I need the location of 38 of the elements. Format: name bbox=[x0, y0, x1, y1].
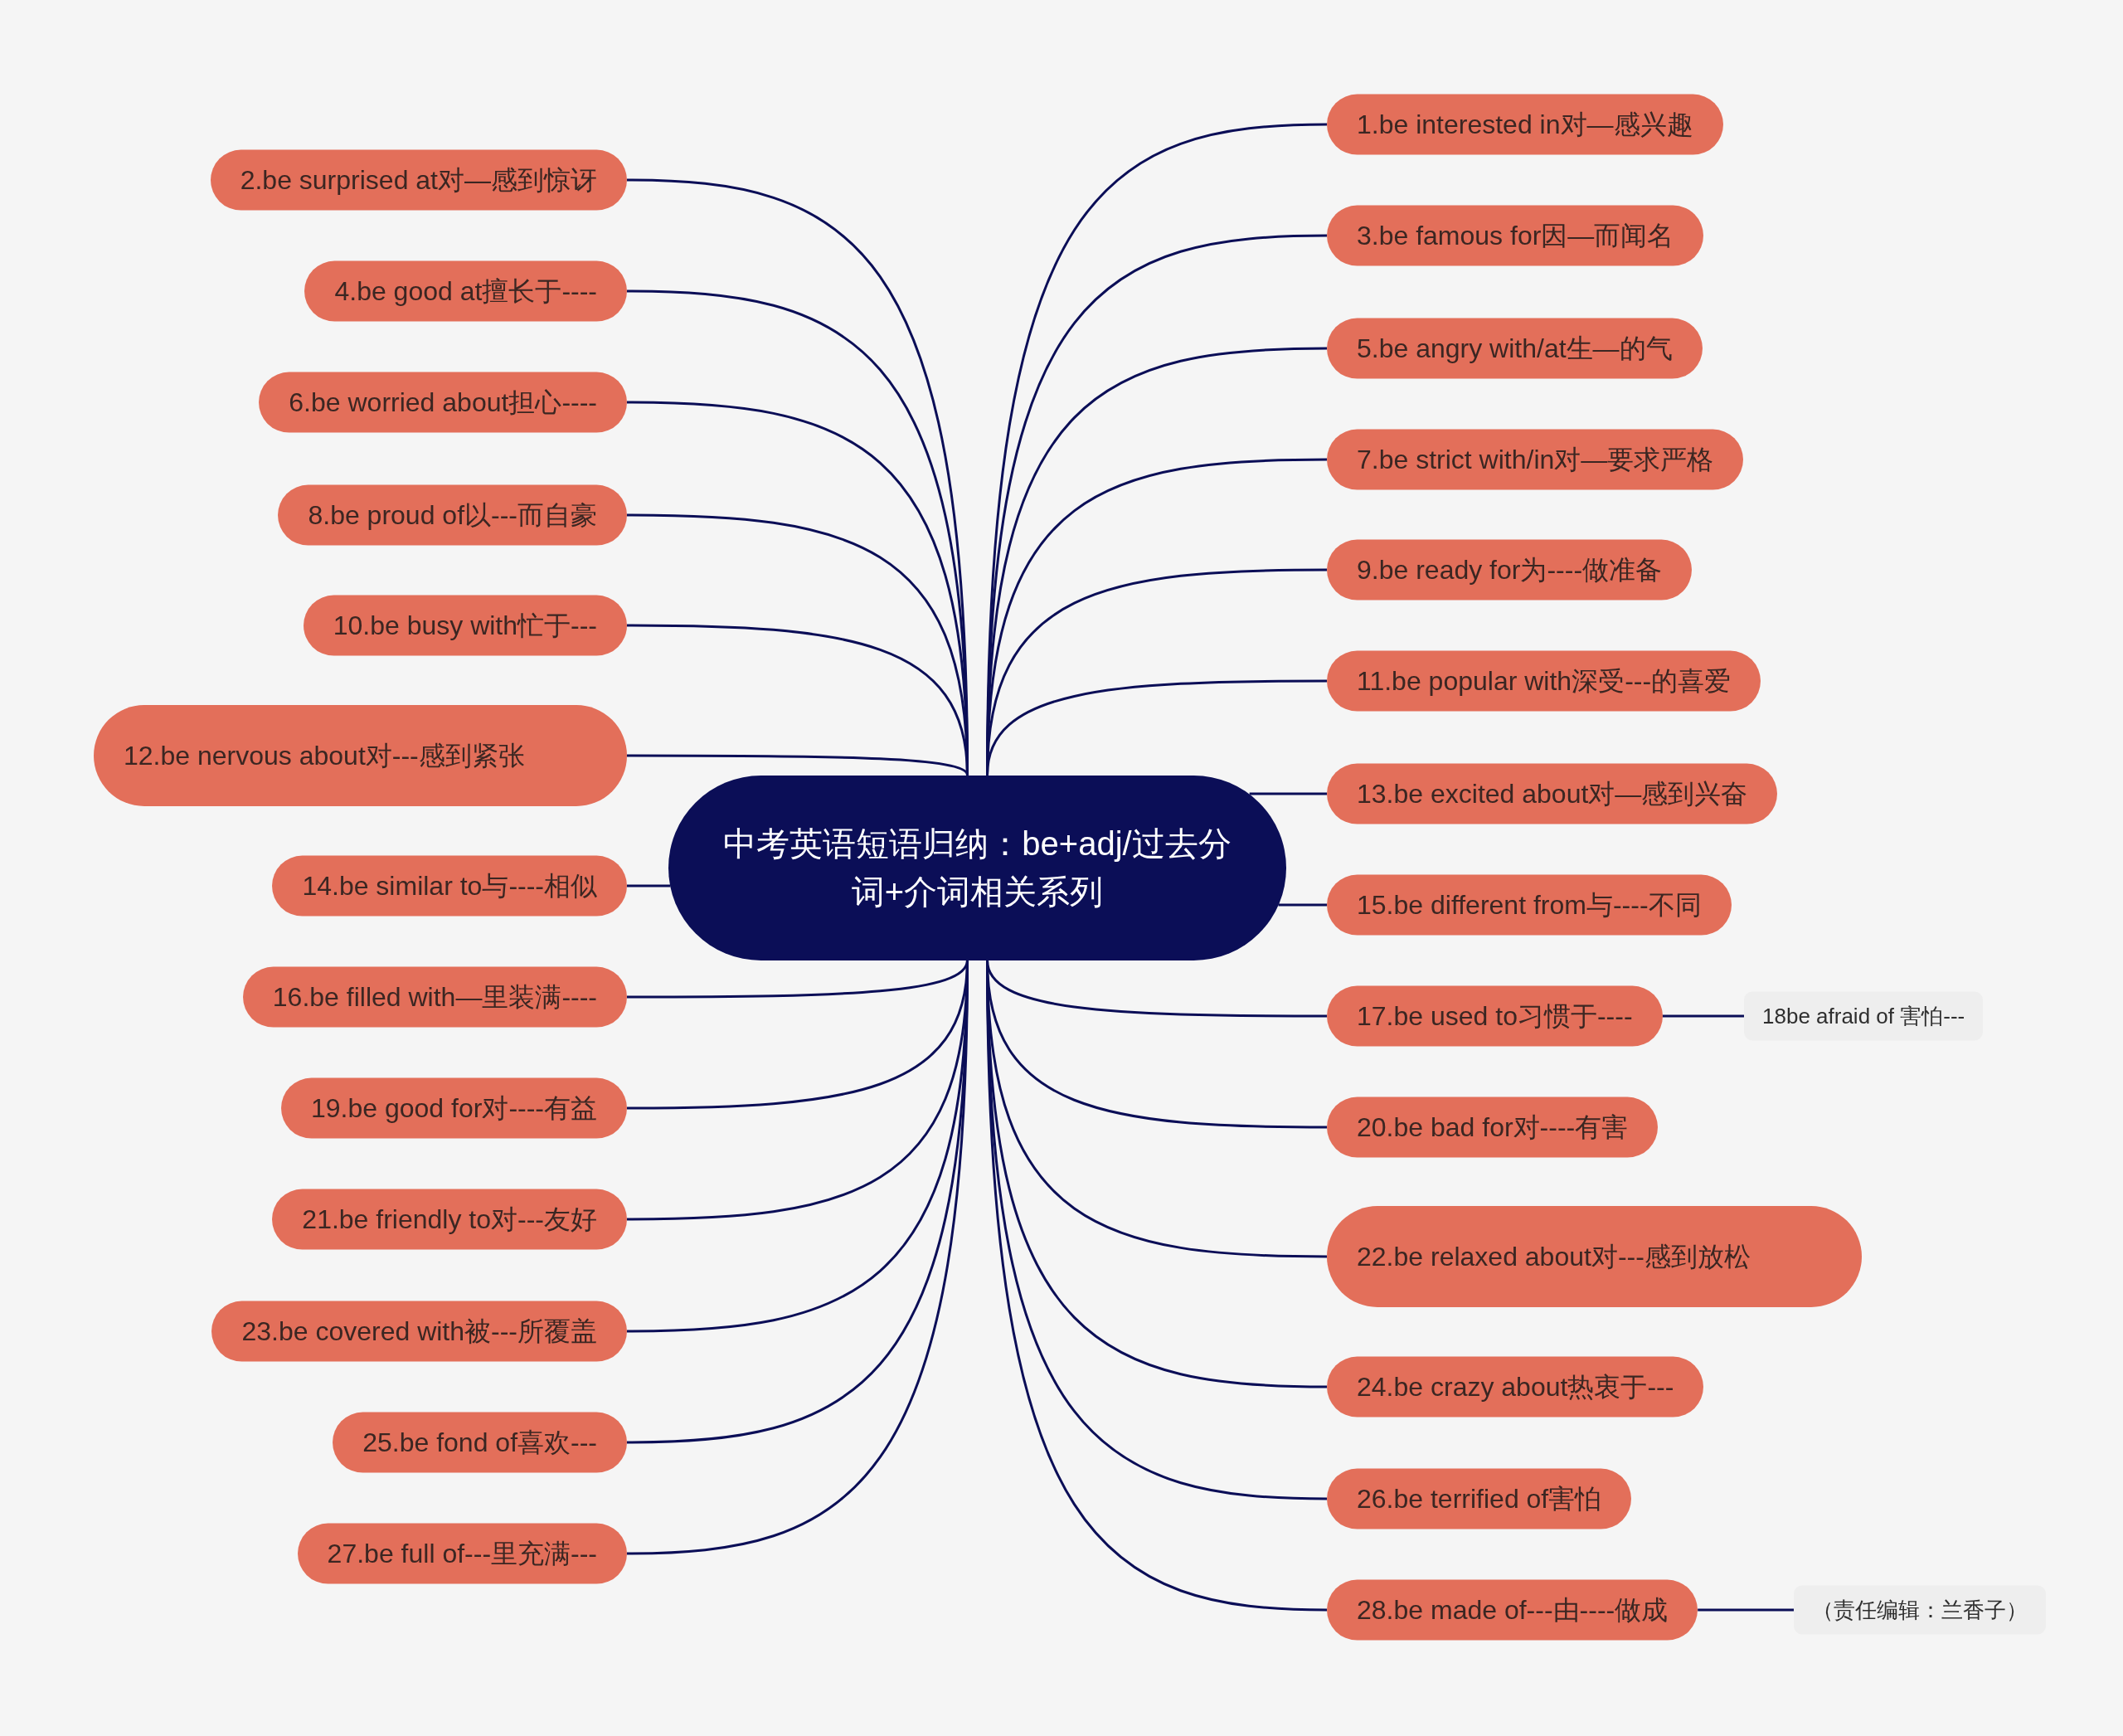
phrase-bubble: 26.be terrified of害怕 bbox=[1327, 1468, 1632, 1529]
phrase-bubble: 7.be strict with/in对—要求严格 bbox=[1327, 429, 1744, 490]
phrase-bubble: 8.be proud of以---而自豪 bbox=[278, 484, 627, 546]
phrase-bubble: 4.be good at擅长于---- bbox=[304, 260, 627, 322]
phrase-bubble: 11.be popular with深受---的喜爱 bbox=[1327, 650, 1761, 712]
phrase-bubble: 23.be covered with被---所覆盖 bbox=[211, 1301, 627, 1362]
connector-line bbox=[627, 754, 969, 776]
phrase-bubble: 5.be angry with/at生—的气 bbox=[1327, 318, 1703, 379]
connector-line bbox=[1662, 1014, 1744, 1018]
phrase-bubble: 28.be made of---由----做成 bbox=[1327, 1579, 1698, 1641]
phrase-bubble: 19.be good for对----有益 bbox=[281, 1077, 627, 1139]
phrase-bubble: 20.be bad for对----有害 bbox=[1327, 1097, 1659, 1158]
connector-line bbox=[627, 624, 969, 776]
phrase-bubble: 21.be friendly to对---友好 bbox=[272, 1189, 627, 1250]
phrase-bubble: 16.be filled with—里装满---- bbox=[242, 966, 627, 1028]
phrase-bubble: 13.be excited about对—感到兴奋 bbox=[1327, 763, 1778, 824]
connector-line bbox=[1249, 792, 1327, 795]
phrase-bubble: 10.be busy with忙于--- bbox=[303, 595, 627, 656]
phrase-bubble: 6.be worried about担心---- bbox=[259, 372, 627, 433]
phrase-bubble: 17.be used to习惯于---- bbox=[1327, 985, 1663, 1047]
phrase-bubble: 22.be relaxed about对---感到放松 bbox=[1327, 1206, 1862, 1307]
note-box: （责任编辑：兰香子） bbox=[1794, 1585, 2046, 1635]
phrase-bubble: 14.be similar to与----相似 bbox=[272, 855, 627, 917]
phrase-bubble: 27.be full of---里充满--- bbox=[297, 1523, 627, 1584]
phrase-bubble: 9.be ready for为----做准备 bbox=[1327, 539, 1693, 601]
phrase-bubble: 2.be surprised at对—感到惊讶 bbox=[210, 149, 627, 211]
connector-line bbox=[1278, 903, 1327, 907]
central-topic: 中考英语短语归纳：be+adj/过去分词+介词相关系列 bbox=[668, 775, 1286, 960]
phrase-bubble: 1.be interested in对—感兴趣 bbox=[1327, 94, 1723, 155]
connector-line bbox=[986, 679, 1327, 776]
connector-line bbox=[1698, 1608, 1794, 1612]
phrase-bubble: 12.be nervous about对---感到紧张 bbox=[94, 705, 627, 806]
phrase-bubble: 3.be famous for因—而闻名 bbox=[1327, 205, 1704, 266]
connector-line bbox=[627, 884, 671, 887]
note-box: 18be afraid of 害怕--- bbox=[1744, 991, 1984, 1041]
phrase-bubble: 15.be different from与----不同 bbox=[1327, 874, 1732, 936]
phrase-bubble: 25.be fond of喜欢--- bbox=[333, 1412, 627, 1473]
phrase-bubble: 24.be crazy about热衷于--- bbox=[1327, 1356, 1704, 1417]
